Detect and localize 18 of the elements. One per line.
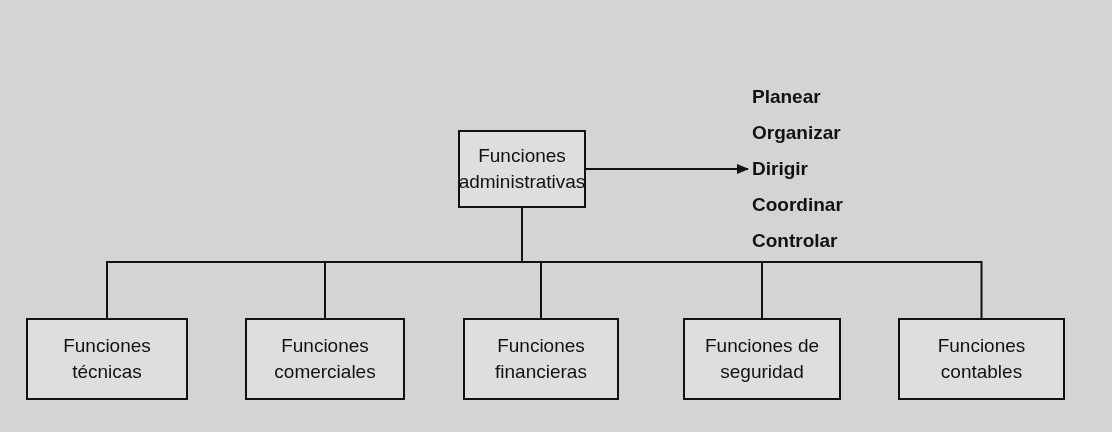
function-item: Coordinar (752, 193, 844, 217)
function-box (458, 130, 586, 208)
box-label: Funciones de seguridad (703, 334, 821, 384)
box-label: Funciones comerciales (273, 334, 377, 384)
box-label: Funciones técnicas (62, 334, 152, 384)
function-item: Planear (752, 85, 822, 109)
arrow (585, 164, 749, 174)
box-label: Funciones contables (936, 334, 1027, 384)
function-box (898, 318, 1065, 400)
function-box (245, 318, 405, 400)
function-item: Controlar (752, 229, 839, 253)
function-box (463, 318, 619, 400)
function-item: Organizar (752, 121, 842, 145)
box-label: Funciones administrativas (458, 144, 586, 194)
box-label: Funciones financieras (494, 334, 588, 384)
function-box (26, 318, 188, 400)
function-item: Dirigir (752, 157, 809, 181)
function-box (683, 318, 841, 400)
